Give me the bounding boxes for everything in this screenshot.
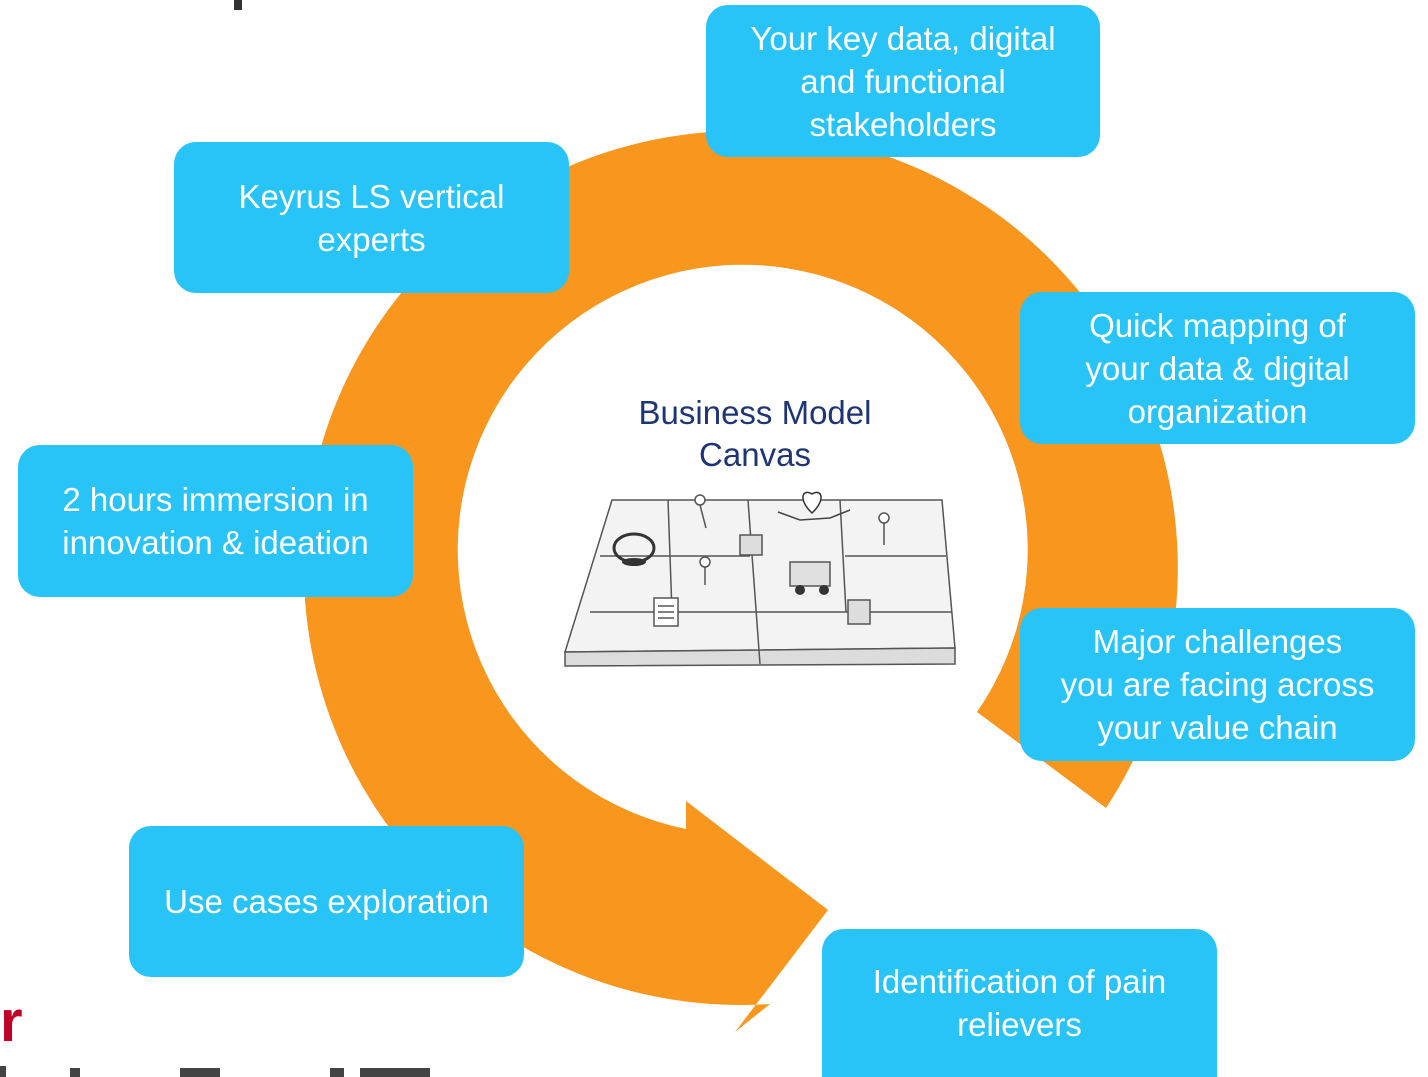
step-pain-relievers: Identification of pain relievers [822, 929, 1217, 1077]
step-experts: Keyrus LS vertical experts [174, 142, 569, 293]
cropped-bottom-text [0, 1066, 430, 1077]
step-challenges: Major challenges you are facing across y… [1020, 608, 1415, 761]
cropped-text-fragment [234, 0, 242, 10]
step-use-cases: Use cases exploration [129, 826, 524, 977]
center-title: Business Model Canvas [638, 394, 872, 473]
cycle-arrow-ring [303, 130, 1178, 1033]
step-label: Quick mapping of your data & digital org… [1085, 306, 1350, 430]
step-mapping: Quick mapping of your data & digital org… [1020, 292, 1415, 444]
step-label: Identification of pain relievers [872, 963, 1167, 1043]
step-stakeholders: Your key data, digital and functional st… [706, 5, 1100, 157]
step-label: Use cases exploration [164, 883, 489, 920]
step-label: Keyrus LS vertical experts [238, 177, 505, 258]
step-label: 2 hours immersion in innovation & ideati… [62, 481, 369, 561]
step-label: Your key data, digital and functional st… [750, 19, 1056, 143]
step-label: Major challenges you are facing across y… [1060, 623, 1375, 746]
cropped-red-text: r [0, 989, 23, 1054]
step-immersion: 2 hours immersion in innovation & ideati… [18, 445, 413, 597]
business-model-canvas-sketch [563, 491, 956, 667]
